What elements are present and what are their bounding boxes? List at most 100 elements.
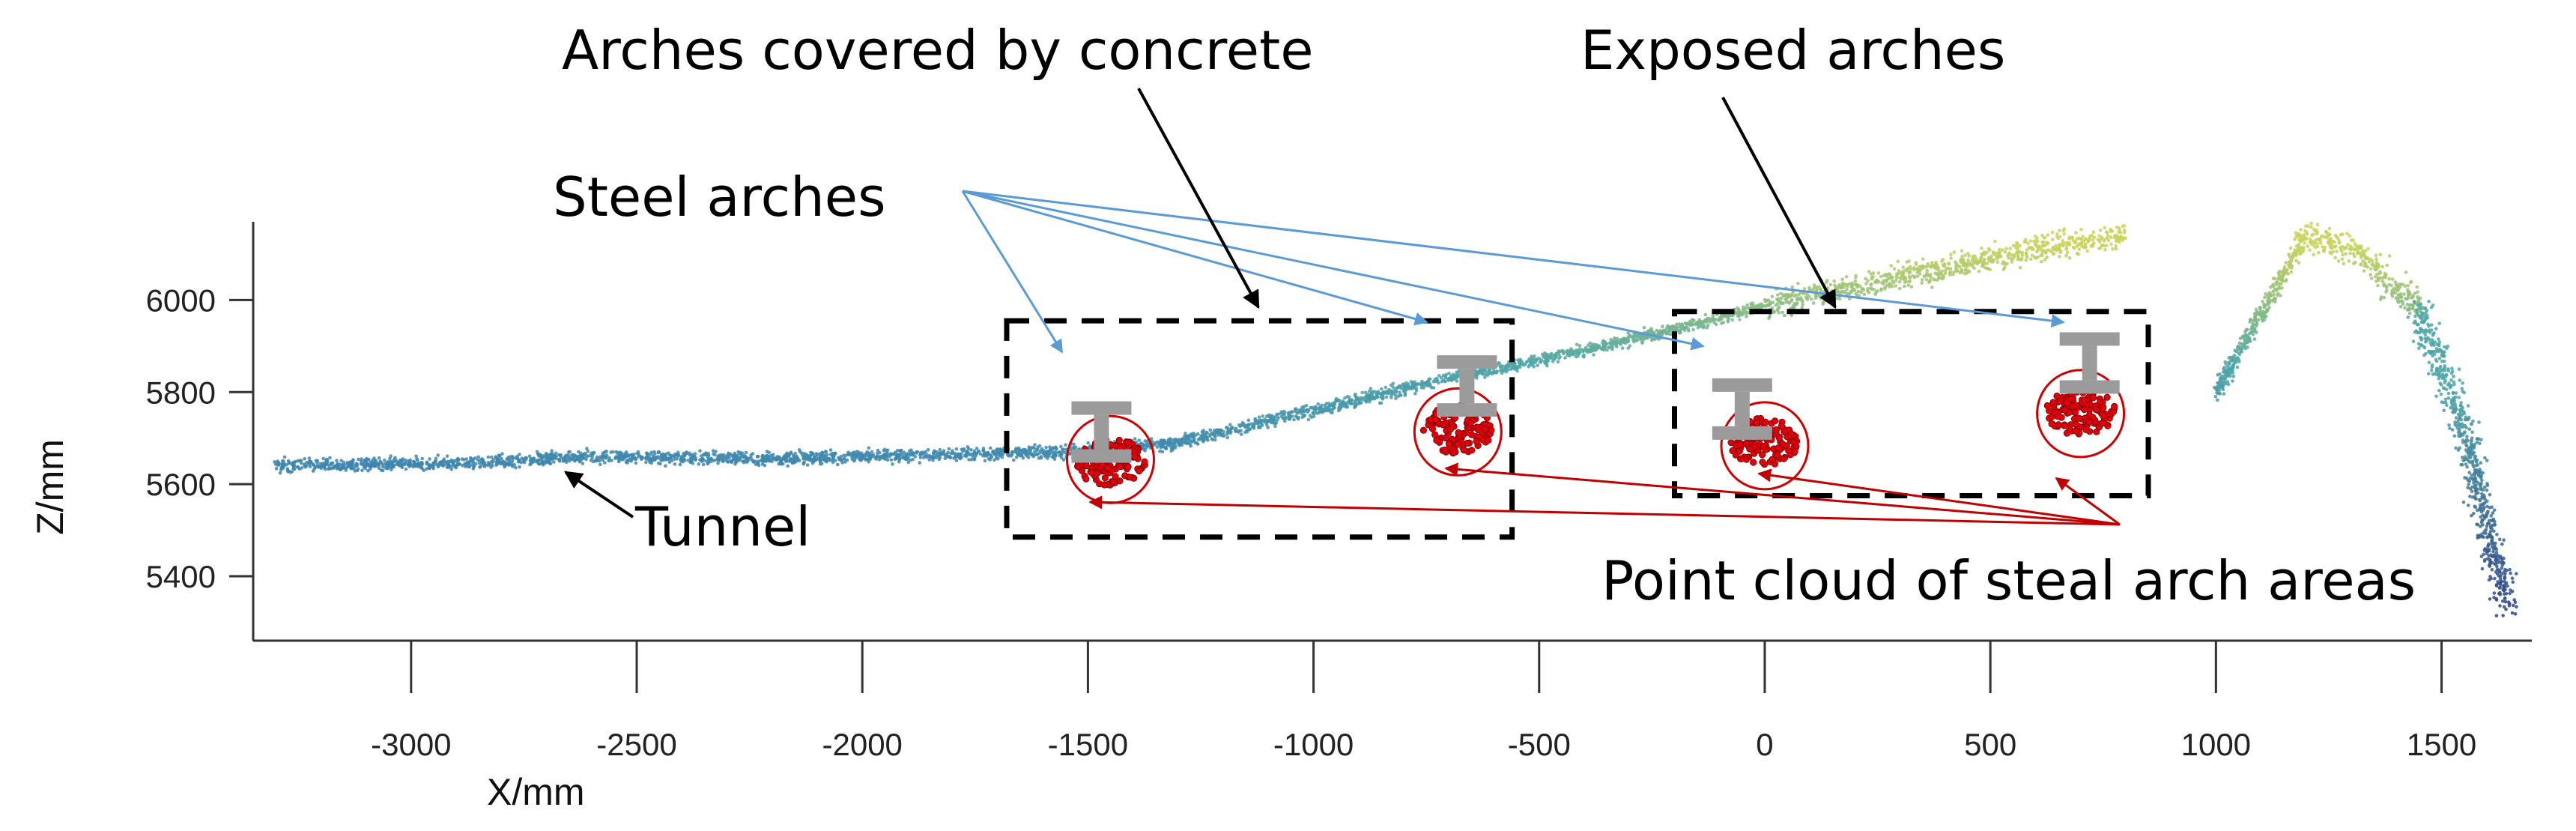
tunnel-point (1439, 375, 1443, 380)
tunnel-point (339, 459, 344, 462)
tunnel-point (2052, 252, 2055, 256)
tunnel-point (864, 457, 867, 462)
tunnel-point (1915, 267, 1920, 271)
tunnel-point (726, 460, 730, 464)
tunnel-point (730, 459, 734, 464)
tunnel-point (2027, 246, 2031, 250)
tunnel-point (2119, 235, 2123, 239)
tunnel-point (360, 457, 363, 461)
tunnel-point (350, 462, 354, 467)
tunnel-point (1557, 350, 1561, 354)
tunnel-point (393, 459, 396, 464)
tunnel-point (1574, 348, 1578, 352)
tunnel-point (2061, 243, 2065, 247)
tunnel-point (2406, 315, 2410, 319)
tunnel-point (2315, 238, 2320, 241)
tunnel-point (2309, 225, 2313, 229)
tunnel-point (1982, 257, 1986, 262)
tunnel-point (2382, 275, 2386, 279)
tunnel-point (585, 447, 589, 450)
tunnel-point (797, 448, 801, 452)
tunnel-point (2037, 246, 2040, 250)
tunnel-point (1815, 294, 1819, 297)
tunnel-point (286, 469, 291, 473)
tunnel-point (949, 451, 954, 456)
tunnel-point (983, 459, 987, 463)
tunnel-point (1866, 279, 1870, 283)
tunnel-point (2098, 229, 2103, 232)
tunnel-point (1548, 353, 1551, 357)
tunnel-point (1582, 355, 1586, 359)
tunnel-point (1903, 280, 1907, 284)
tunnel-point (377, 456, 381, 460)
tunnel-point (2390, 294, 2395, 298)
tunnel-point (2096, 238, 2100, 242)
tunnel-point (1433, 379, 1437, 384)
tunnel-point (2413, 314, 2417, 318)
tunnel-point (786, 464, 790, 468)
tunnel-point (1655, 328, 1659, 333)
tunnel-point (1401, 382, 1405, 386)
tunnel-point (1846, 291, 1850, 296)
tunnel-point (661, 456, 665, 460)
tunnel-point (591, 459, 595, 464)
tunnel-point (419, 464, 423, 468)
tunnel-point (2256, 318, 2261, 322)
tunnel-point (1972, 259, 1977, 263)
tunnel-point (2008, 247, 2012, 251)
tunnel-point (1347, 396, 1351, 399)
tunnel-point (1879, 274, 1883, 279)
tunnel-point (1988, 268, 1992, 271)
tunnel-point (2039, 253, 2043, 258)
tunnel-point (1979, 256, 1983, 260)
tunnel-point (991, 449, 995, 453)
tunnel-point (2028, 239, 2033, 243)
tunnel-point (2001, 268, 2005, 271)
tunnel-point (2024, 251, 2028, 256)
tunnel-point (2446, 391, 2451, 396)
tunnel-point (1775, 308, 1780, 312)
tunnel-point (2434, 372, 2439, 377)
tunnel-point (554, 456, 558, 461)
tunnel-point (1358, 397, 1363, 402)
tunnel-point (646, 452, 649, 456)
tunnel-point (2001, 260, 2005, 264)
tunnel-point (504, 462, 508, 466)
tunnel-point (2437, 321, 2441, 325)
tunnel-point (592, 451, 595, 456)
tunnel-point (434, 456, 438, 461)
tunnel-point (1926, 262, 1930, 266)
tunnel-point (1379, 401, 1384, 405)
tunnel-point (390, 463, 393, 467)
tunnel-point (1775, 302, 1780, 306)
tunnel-point (1072, 442, 1076, 447)
tunnel-point (1394, 389, 1398, 393)
tunnel-point (1036, 445, 1040, 450)
tunnel-point (2067, 237, 2071, 241)
tunnel-point (1972, 254, 1977, 259)
tunnel-point (590, 456, 594, 460)
tunnel-point (1948, 271, 1952, 275)
tunnel-point (617, 456, 622, 461)
tunnel-point (625, 459, 629, 462)
tunnel-point (744, 450, 748, 455)
tunnel-point (816, 456, 821, 461)
tunnel-point (2070, 235, 2075, 240)
tunnel-point (1545, 358, 1549, 363)
tunnel-point (667, 451, 670, 455)
tunnel-point (827, 456, 831, 461)
tunnel-point (1149, 437, 1154, 441)
tunnel-point (998, 453, 1001, 457)
tunnel-point (1052, 455, 1055, 459)
tunnel-point (2442, 354, 2446, 358)
tunnel-point (1648, 328, 1652, 333)
tunnel-point (433, 459, 437, 463)
tunnel-point (1828, 282, 1832, 287)
tunnel-point (2309, 237, 2312, 241)
tunnel-point (778, 462, 783, 466)
tunnel-point (1867, 270, 1871, 274)
tunnel-point (518, 453, 521, 456)
tunnel-point (1184, 432, 1187, 435)
tunnel-point (389, 459, 393, 464)
tunnel-point (1315, 411, 1318, 415)
